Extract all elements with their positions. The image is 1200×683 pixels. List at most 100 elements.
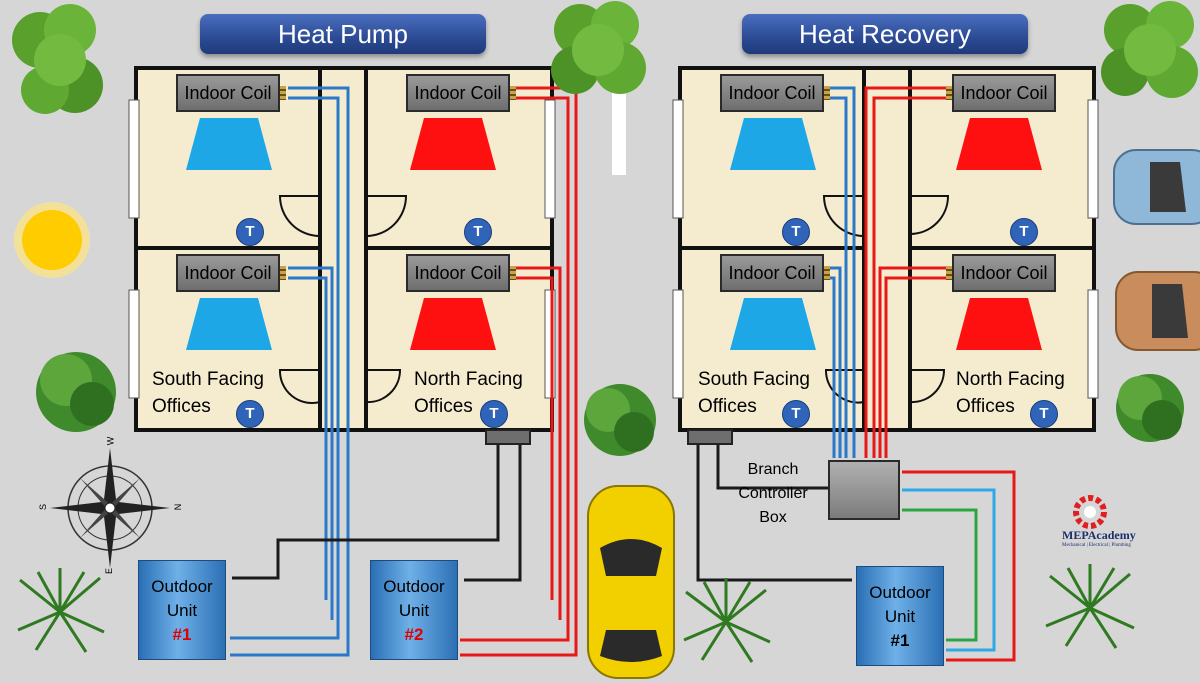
tree-icon-top-right <box>1101 1 1198 98</box>
hp-thermostat-icon-2: T <box>464 218 492 246</box>
spiky-plant-icon-bottom-left <box>17 568 105 653</box>
unit-title-line2: Unit <box>398 601 430 620</box>
tree-icon-top-left <box>12 4 103 114</box>
hp-indoor-coil-south-bottom: Indoor Coil <box>176 254 286 292</box>
compass-label-e: E <box>104 567 115 575</box>
hr-cooling-pipes <box>830 86 856 458</box>
mep-academy-logo-icon <box>1073 495 1107 529</box>
hp-cooling-diffuser-bottom <box>186 298 272 350</box>
hr-control-wires <box>696 440 852 582</box>
hp-window-left-bottom <box>128 289 140 399</box>
hp-outdoor-unit-2: Outdoor Unit #2 <box>370 560 458 660</box>
shrub-icon-left <box>36 352 116 432</box>
unit-title-line2: Unit <box>884 607 916 626</box>
hp-window-right-bottom <box>544 289 556 399</box>
hp-south-label-line1: South Facing <box>152 369 264 390</box>
hr-heating-diffuser-bottom <box>956 298 1042 350</box>
hp-north-label-line1: North Facing <box>414 369 523 390</box>
logo-name: MEPAcademy <box>1062 528 1136 542</box>
hp-thermostat-icon-1: T <box>236 218 264 246</box>
hp-south-label-line2: Offices <box>152 396 211 417</box>
shrub-icon-middle <box>584 384 656 456</box>
hp-indoor-coil-north-bottom: Indoor Coil <box>406 254 516 292</box>
hr-thermostat-icon-3: T <box>782 400 810 428</box>
hp-north-offices-label: North Facing Offices <box>414 366 523 420</box>
car-icon-blue <box>1113 149 1200 225</box>
hr-branch-to-unit-pipes <box>902 470 1016 662</box>
hr-indoor-coil-south-bottom: Indoor Coil <box>720 254 830 292</box>
unit-number: #1 <box>890 631 910 650</box>
compass-rose-icon <box>50 448 170 568</box>
spiky-plant-icon-bottom-right <box>1045 564 1135 649</box>
hr-indoor-coil-north-bottom: Indoor Coil <box>946 254 1056 292</box>
hp-control-terminal <box>485 429 531 445</box>
unit-title-line1: Outdoor <box>151 577 213 596</box>
coil-port-icon <box>280 86 286 100</box>
hp-doors <box>278 195 408 405</box>
coil-port-icon <box>510 86 516 100</box>
logo-tagline: Mechanical | Electrical | Plumbing <box>1062 543 1131 548</box>
hr-window-left-bottom <box>672 289 684 399</box>
unit-title-line1: Outdoor <box>383 577 445 596</box>
coil-label: Indoor Coil <box>728 83 816 103</box>
coil-label: Indoor Coil <box>960 83 1048 103</box>
hp-outdoor-unit-1: Outdoor Unit #1 <box>138 560 226 660</box>
branch-label-line1: Branch <box>747 461 799 478</box>
unit-number: #2 <box>404 625 424 644</box>
hp-south-offices-label: South Facing Offices <box>152 366 264 420</box>
shrub-icon-right <box>1116 374 1184 442</box>
hp-window-right-top <box>544 99 556 219</box>
coil-label: Indoor Coil <box>184 263 272 283</box>
hp-thermostat-icon-3: T <box>236 400 264 428</box>
coil-port-icon <box>280 266 286 280</box>
coil-label: Indoor Coil <box>414 83 502 103</box>
hp-north-label-line2: Offices <box>414 396 473 417</box>
compass-label-n: N <box>172 503 183 511</box>
hr-south-label-line2: Offices <box>698 396 757 417</box>
hp-heating-diffuser-bottom <box>410 298 496 350</box>
coil-port-icon <box>824 266 830 280</box>
hp-cooling-diffuser-top <box>186 118 272 170</box>
coil-port-icon <box>824 86 830 100</box>
branch-controller-box <box>828 460 900 520</box>
spiky-plant-icon-bottom-middle <box>683 578 771 663</box>
unit-title-line1: Outdoor <box>869 583 931 602</box>
hp-cooling-pipes <box>230 86 350 657</box>
hp-heating-pipes <box>460 86 578 657</box>
hr-window-right-top <box>1087 99 1099 219</box>
hp-window-left-top <box>128 99 140 219</box>
heat-pump-title: Heat Pump <box>200 14 486 54</box>
hr-thermostat-icon-2: T <box>1010 218 1038 246</box>
coil-label: Indoor Coil <box>184 83 272 103</box>
compass-label-w: W <box>105 436 116 446</box>
hr-window-right-bottom <box>1087 289 1099 399</box>
hr-control-terminal <box>687 429 733 445</box>
hp-heating-diffuser-top <box>410 118 496 170</box>
hp-corridor <box>322 70 364 428</box>
hr-cooling-diffuser-top <box>730 118 816 170</box>
hr-north-label-line1: North Facing <box>956 369 1065 390</box>
hr-indoor-coil-south-top: Indoor Coil <box>720 74 830 112</box>
car-icon-tan <box>1115 271 1200 351</box>
branch-controller-label: Branch Controller Box <box>728 458 818 530</box>
branch-label-line2: Controller <box>738 485 808 502</box>
hp-indoor-coil-north-top: Indoor Coil <box>406 74 516 112</box>
coil-port-icon <box>510 266 516 280</box>
sun-icon <box>14 202 90 278</box>
hr-outdoor-unit-1: Outdoor Unit #1 <box>856 566 944 666</box>
coil-label: Indoor Coil <box>728 263 816 283</box>
heat-pump-building <box>128 66 556 432</box>
hr-south-label-line1: South Facing <box>698 369 810 390</box>
branch-label-line3: Box <box>759 509 787 526</box>
hr-south-offices-label: South Facing Offices <box>698 366 810 420</box>
hr-heating-pipes <box>864 86 950 458</box>
hr-north-label-line2: Offices <box>956 396 1015 417</box>
coil-label: Indoor Coil <box>414 263 502 283</box>
hr-heating-diffuser-top <box>956 118 1042 170</box>
hr-window-left-top <box>672 99 684 219</box>
unit-title-line2: Unit <box>166 601 198 620</box>
heat-recovery-title: Heat Recovery <box>742 14 1028 54</box>
hr-thermostat-icon-4: T <box>1030 400 1058 428</box>
hr-thermostat-icon-1: T <box>782 218 810 246</box>
